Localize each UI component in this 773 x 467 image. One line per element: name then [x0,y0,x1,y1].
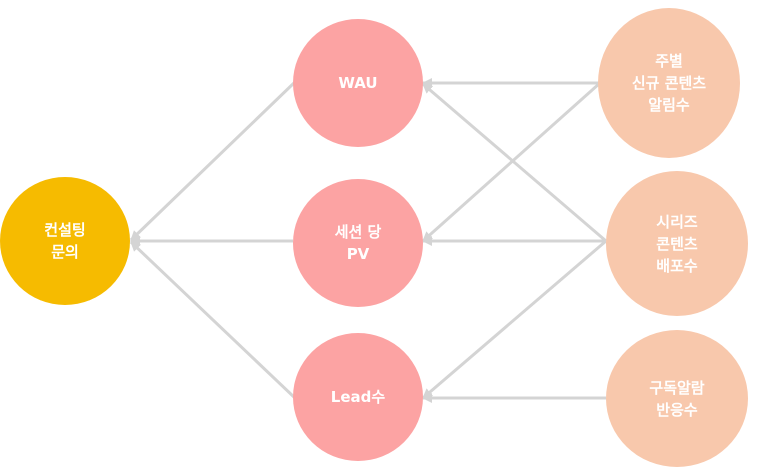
node-label-line: 컨설팅 [44,221,86,239]
node-wau: WAU [293,19,423,147]
node-label-line: 콘텐츠 [656,234,698,253]
node-label-line: 구독알람 [649,378,705,397]
edge-weekly-to-pv [422,81,601,243]
edge-series-to-lead [422,239,607,400]
node-consulting-inquiry: 컨설팅 문의 [0,177,130,305]
node-label-line: 신규 콘텐츠 [631,74,707,92]
node-label-line: 시리즈 [656,212,698,231]
node-lead-count: Lead수 [293,333,423,461]
node-series-content-distribution: 시리즈 콘텐츠 배포수 [606,171,748,316]
node-pv-per-session: 세션 당 PV [293,179,423,307]
node-label-line: WAU [338,74,378,92]
node-label-line: Lead수 [330,388,386,406]
node-label-line: PV [346,245,370,263]
node-label-line: 주별 [655,52,683,70]
node-label-line: 문의 [51,243,79,261]
node-weekly-new-content-alerts: 주별 신규 콘텐츠 알림수 [598,8,740,158]
node-label-line: 알림수 [648,96,690,114]
edge-lead-to-consult [129,240,297,400]
node-label-line: 세션 당 [334,223,382,241]
node-subscription-alert-response: 구독알람 반응수 [606,330,748,467]
edge-wau-to-consult [129,80,297,242]
edge-series-to-wau [422,82,607,243]
node-label-line: 배포수 [656,256,698,275]
node-label-line: 반응수 [656,400,698,419]
